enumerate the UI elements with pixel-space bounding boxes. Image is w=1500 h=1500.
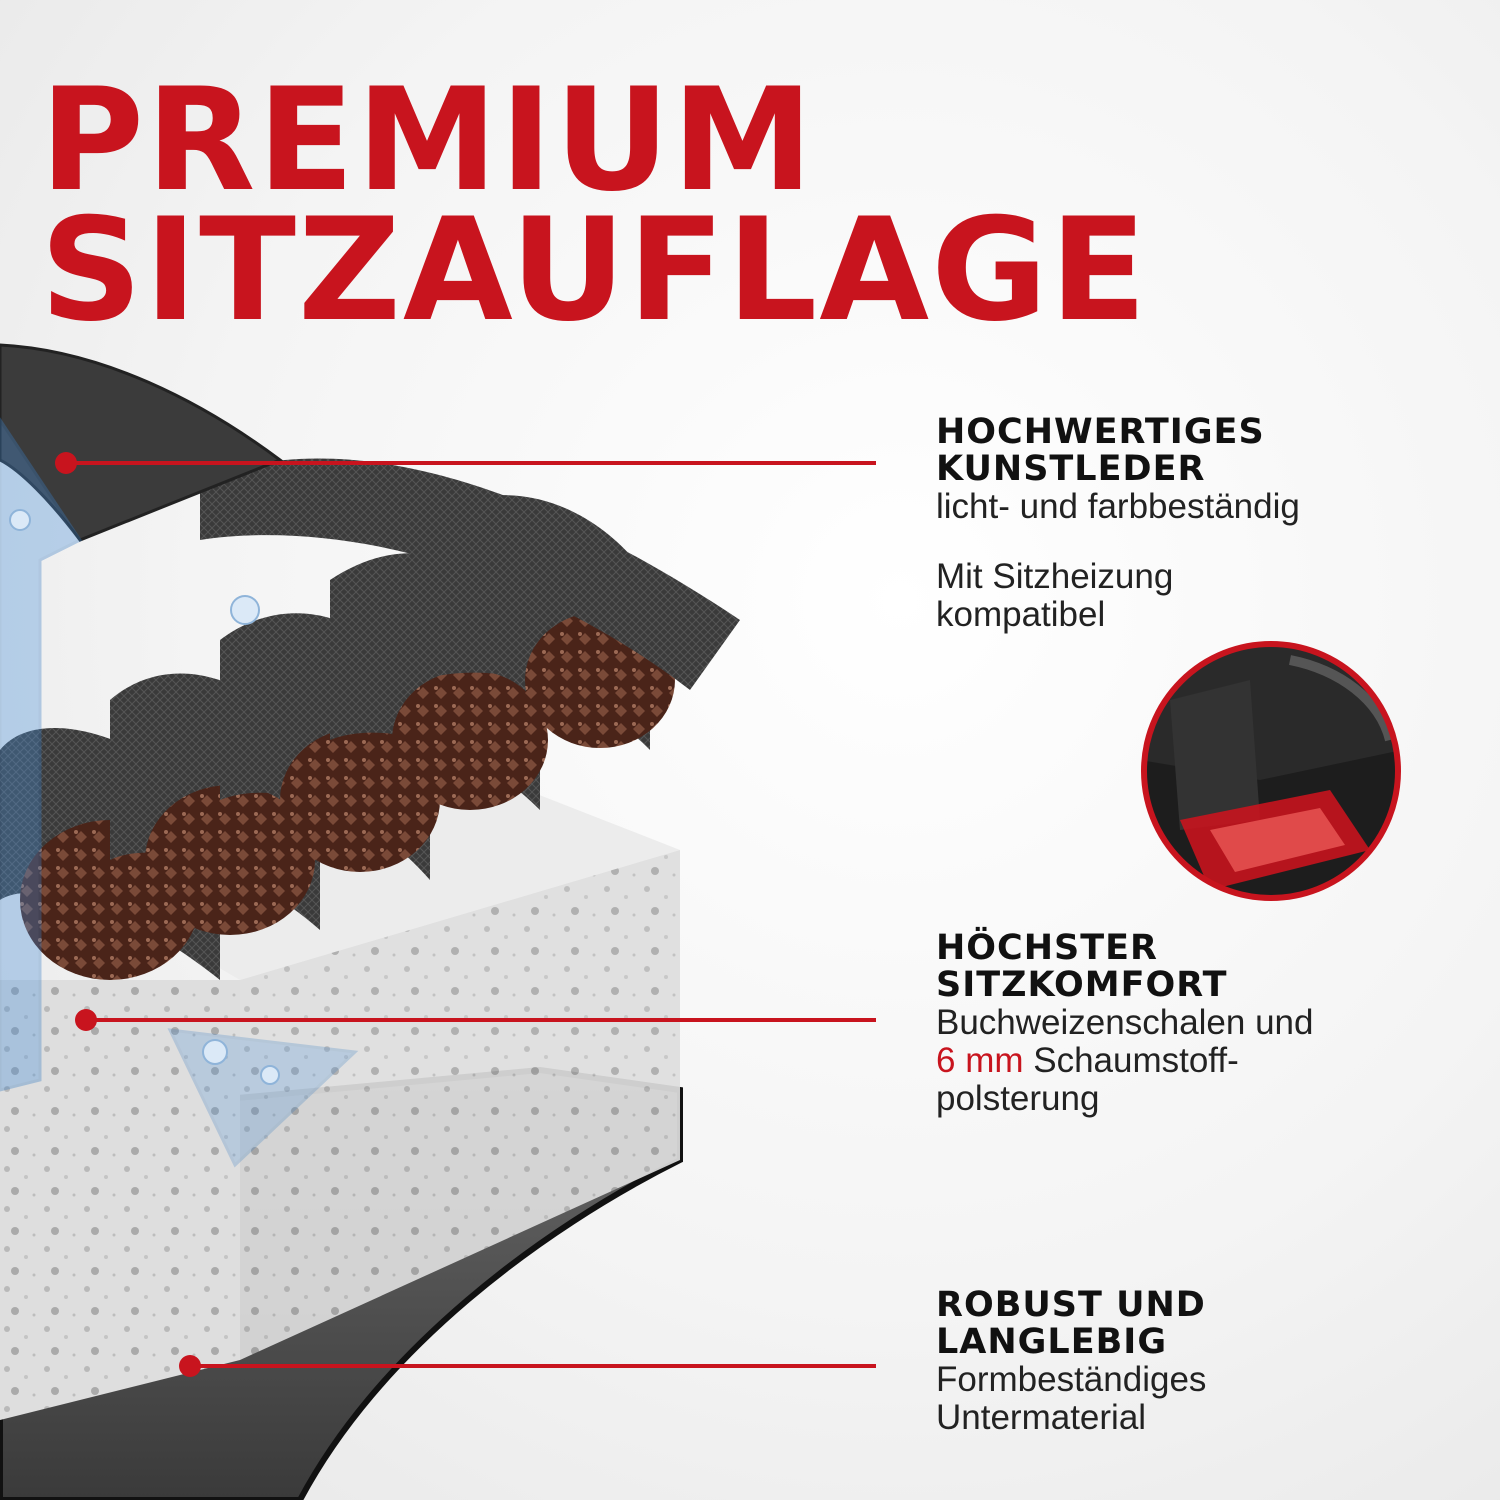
- feature-sitzheizung: Mit Sitzheizung kompatibel: [936, 558, 1476, 634]
- feature-sitzkomfort-desc-2-rest: Schaumstoff-: [1023, 1041, 1239, 1080]
- foam-thickness-highlight: 6 mm: [936, 1041, 1024, 1080]
- callout-lines: [55, 452, 876, 1377]
- callout-dot-kunstleder: [55, 452, 77, 474]
- feature-sitzheizung-line1: Mit Sitzheizung: [936, 557, 1174, 596]
- foam-layer-front: [0, 980, 240, 1420]
- feature-robust-desc-2: Untermaterial: [936, 1398, 1147, 1437]
- feature-robust-heading-1: ROBUST UND: [936, 1285, 1206, 1325]
- leather-top-layer: [0, 343, 284, 542]
- feature-sitzkomfort-heading-2: SITZKOMFORT: [936, 965, 1228, 1005]
- feature-sitzkomfort-desc-3: polsterung: [936, 1079, 1100, 1118]
- water-barrier-sheet: [0, 417, 83, 1092]
- heated-seat-photo: [1141, 641, 1401, 901]
- feature-sitzkomfort: HÖCHSTER SITZKOMFORT Buchweizenschalen u…: [936, 930, 1476, 1118]
- feature-sitzkomfort-heading-1: HÖCHSTER: [936, 928, 1158, 968]
- headline-line1: PREMIUM: [40, 58, 816, 223]
- feature-sitzkomfort-desc-2: 6 mm Schaumstoff-: [936, 1042, 1476, 1080]
- headline-line2: SITZAUFLAGE: [40, 188, 1149, 353]
- feature-kunstleder-heading-2: KUNSTLEDER: [936, 449, 1206, 489]
- callout-dot-sitzkomfort: [75, 1009, 97, 1031]
- feature-kunstleder-heading-1: HOCHWERTIGES: [936, 412, 1265, 452]
- feature-kunstleder: HOCHWERTIGES KUNSTLEDER licht- und farbb…: [936, 414, 1476, 526]
- foam-layer-side: [240, 850, 680, 1360]
- callout-dot-robust: [179, 1355, 201, 1377]
- feature-sitzkomfort-desc-1: Buchweizenschalen und: [936, 1003, 1314, 1042]
- feature-sitzheizung-line2: kompatibel: [936, 595, 1106, 634]
- feature-robust: ROBUST UND LANGLEBIG Formbeständiges Unt…: [936, 1287, 1476, 1437]
- feature-kunstleder-desc: licht- und farbbeständig: [936, 487, 1300, 526]
- feature-robust-heading-2: LANGLEBIG: [936, 1322, 1168, 1362]
- water-drop-icons: [9, 509, 280, 1085]
- buckwheat-rolls: [0, 458, 740, 980]
- feature-robust-desc-1: Formbeständiges: [936, 1360, 1207, 1399]
